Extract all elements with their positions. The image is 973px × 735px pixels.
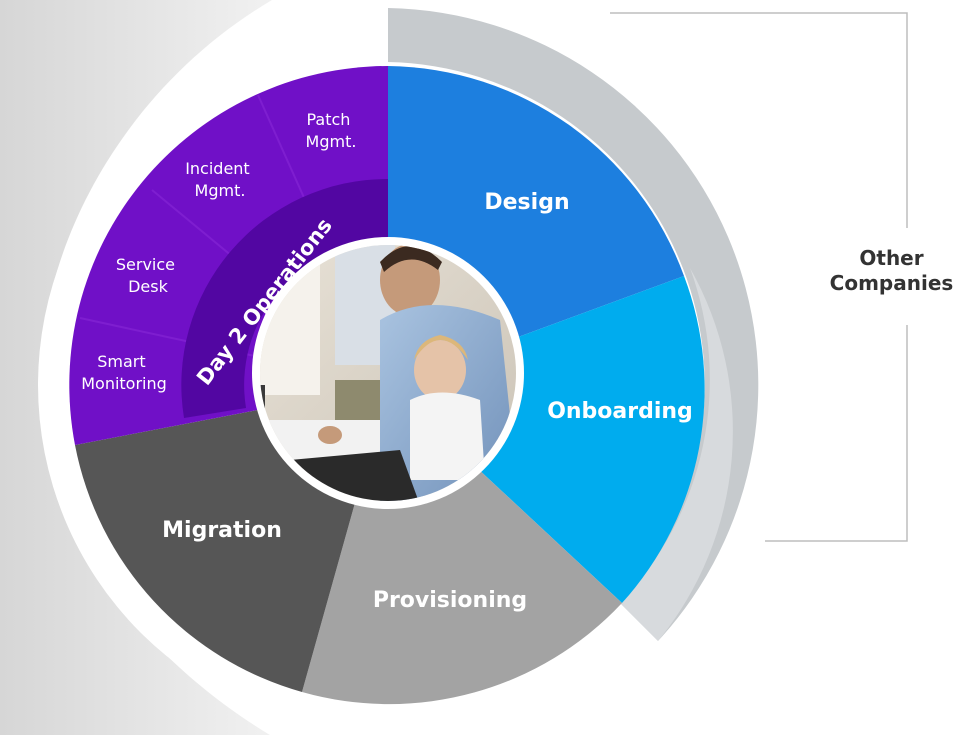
smart-monitoring-label: Smart Monitoring [81, 352, 167, 393]
photo-father-daughter-laptop [260, 245, 516, 501]
incident-mgmt-label: Incident Mgmt. [185, 159, 255, 200]
background-shape [0, 0, 272, 735]
other-companies-band-light [620, 268, 733, 641]
service-desk-label: Service Desk [116, 255, 180, 296]
other-companies-label: Other Companies [829, 246, 954, 295]
segment-day2-inner[interactable] [181, 178, 388, 418]
other-companies-bracket [610, 12, 908, 542]
migration-label: Migration [162, 518, 282, 543]
design-label: Design [484, 190, 569, 215]
other-companies-band [388, 8, 759, 641]
onboarding-label: Onboarding [547, 399, 693, 424]
patch-mgmt-label: Patch Mgmt. [306, 110, 357, 151]
provisioning-label: Provisioning [373, 588, 527, 613]
